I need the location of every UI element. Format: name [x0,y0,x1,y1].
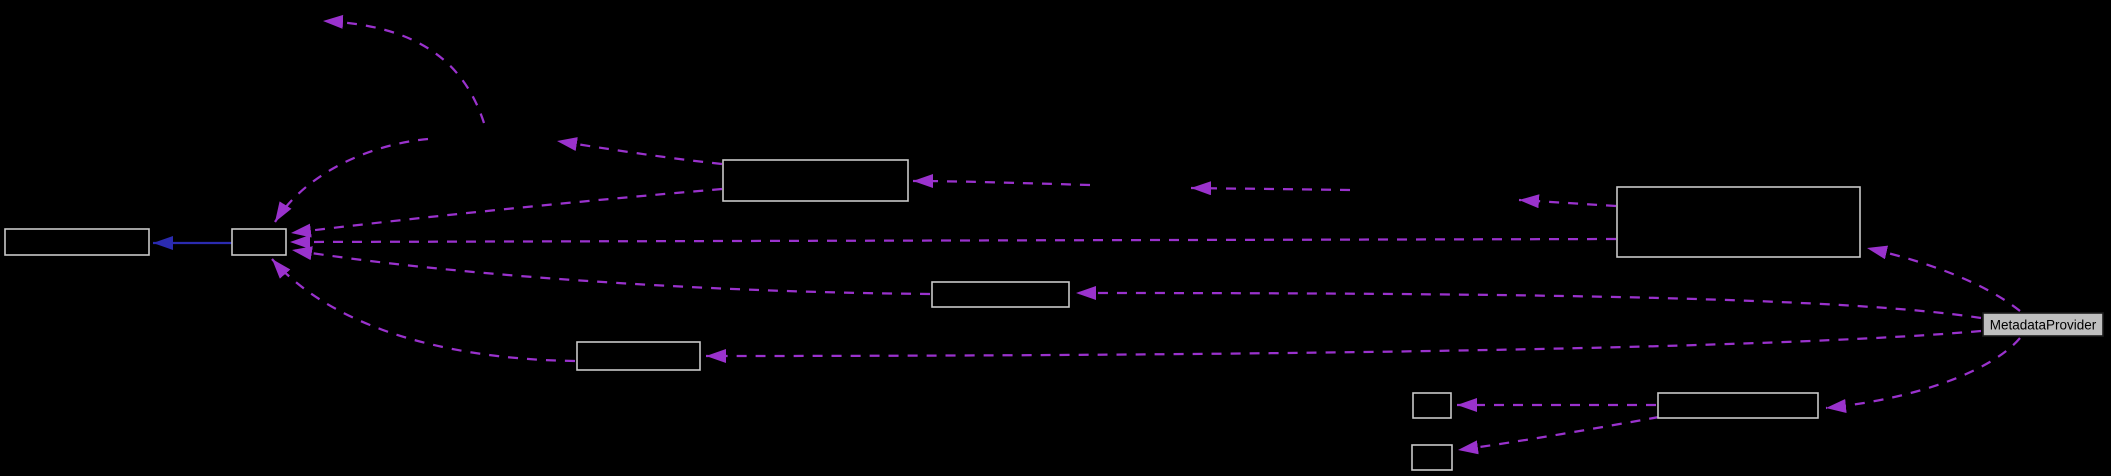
edge-right-large-to-hub [289,234,1617,249]
edge-middle-to-hub [291,246,931,296]
edge-stub-up-left [322,14,486,124]
edge-mp-to-lower-middle [705,329,1982,363]
node-lower-middle[interactable] [576,341,701,371]
edge-mp-to-bottom-wide [1825,337,2021,413]
node-small-2[interactable] [1411,444,1453,471]
node-small-1[interactable] [1412,392,1452,419]
edge-upper-middle-to-hub [290,187,723,238]
edge-stub-mid-floating [1190,181,1351,196]
node-bottom-wide[interactable] [1657,392,1819,419]
edge-mp-to-right-large [1866,245,2021,312]
edge-into-hub-top [274,137,429,223]
edge-upper-middle-stub [556,137,723,166]
node-right-large[interactable] [1616,186,1861,258]
edge-mp-to-middle [1075,286,1982,320]
node-hub[interactable] [231,228,287,256]
node-upper-middle[interactable] [722,159,909,202]
node-middle[interactable] [931,281,1070,308]
edge-bottom-wide-to-small2 [1457,415,1660,455]
edge-into-upper-middle [912,174,1091,189]
edge-lower-middle-to-hub [271,258,576,363]
node-left-wide[interactable] [4,228,150,256]
edge-right-large-stub [1518,194,1617,209]
node-metadataprovider-label: MetadataProvider [1990,317,2097,332]
node-metadataprovider[interactable]: MetadataProvider [1982,312,2104,337]
